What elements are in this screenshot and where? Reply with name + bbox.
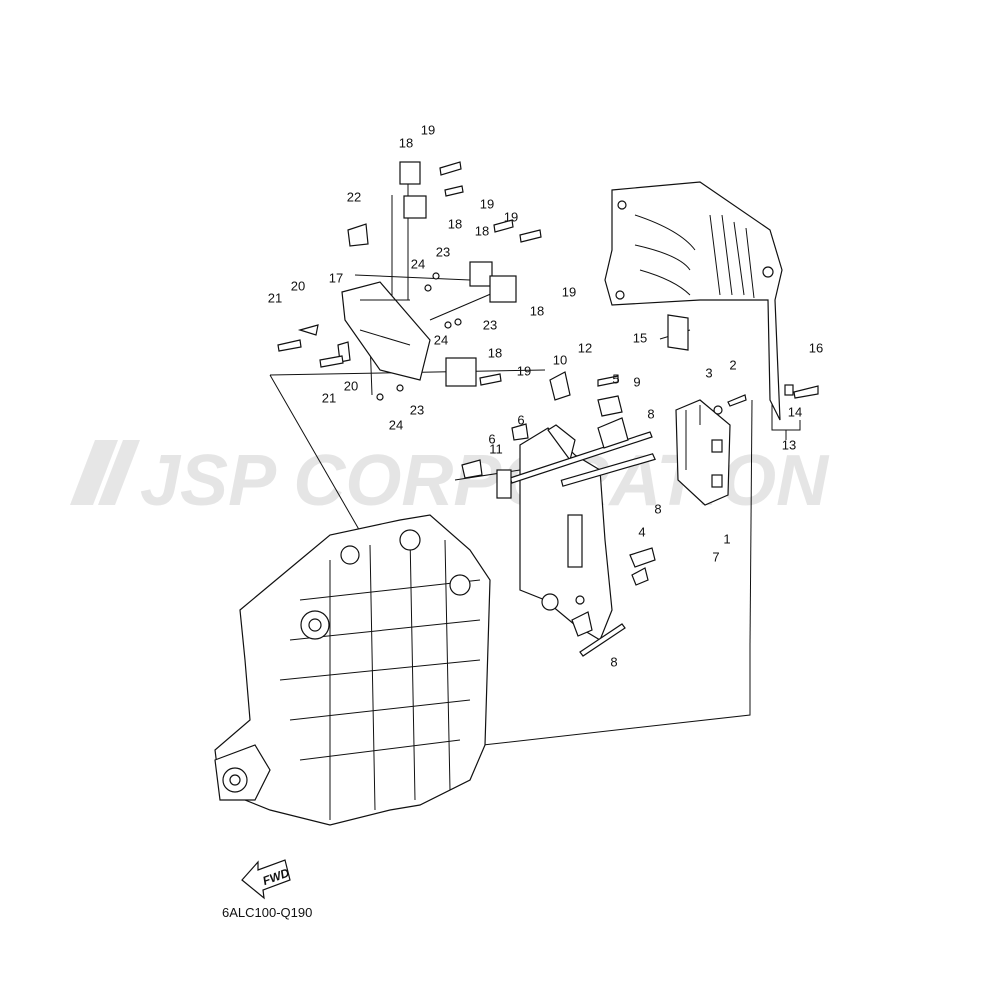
callout-label: 8 [610,654,617,669]
callout-label: 8 [647,406,654,421]
callout-label: 6 [488,431,495,446]
ecm-unit [675,399,731,506]
callout-label: 20 [344,378,358,393]
callouts: 19 18 19 18 22 19 18 23 24 19 18 17 20 2… [268,122,823,669]
callout-label: 18 [399,135,413,150]
callout-label: 19 [504,209,518,224]
diagram-code: 6ALC100-Q190 [222,905,312,920]
callout-label: 22 [347,189,361,204]
callout-label: 14 [788,404,802,419]
callout-label: 7 [712,549,719,564]
engine-block [214,514,491,826]
callout-label: 6 [517,412,524,427]
callout-label: 19 [480,196,494,211]
callout-label: 2 [729,357,736,372]
callout-label: 19 [421,122,435,137]
electrical-cover [604,181,783,421]
callout-label: 21 [322,390,336,405]
callout-label: 18 [488,345,502,360]
relays [277,161,542,401]
callout-label: 15 [633,330,647,345]
callout-label: 8 [654,501,661,516]
callout-label: 11 [489,441,503,456]
fwd-arrow: FWD [241,859,291,900]
callout-label: 9 [633,374,640,389]
callout-label: 10 [553,352,567,367]
callout-label: 21 [268,290,282,305]
bolts [461,371,819,657]
callout-label: 18 [475,223,489,238]
callout-label: 24 [389,417,403,432]
callout-label: 23 [436,244,450,259]
callout-label: 23 [483,317,497,332]
callout-label: 19 [562,284,576,299]
callout-label: 18 [530,303,544,318]
callout-label: 4 [638,524,645,539]
callout-label: 24 [411,256,425,271]
callout-label: 16 [809,340,823,355]
callout-label: 12 [578,340,592,355]
callout-label: 17 [329,270,343,285]
callout-label: 20 [291,278,305,293]
callout-label: 5 [612,371,619,386]
callout-label: 24 [434,332,448,347]
mounting-bracket [519,424,613,641]
callout-label: 18 [448,216,462,231]
callout-label: 1 [723,531,730,546]
callout-label: 13 [782,437,796,452]
callout-label: 23 [410,402,424,417]
callout-label: 19 [517,363,531,378]
callout-label: 3 [705,365,712,380]
